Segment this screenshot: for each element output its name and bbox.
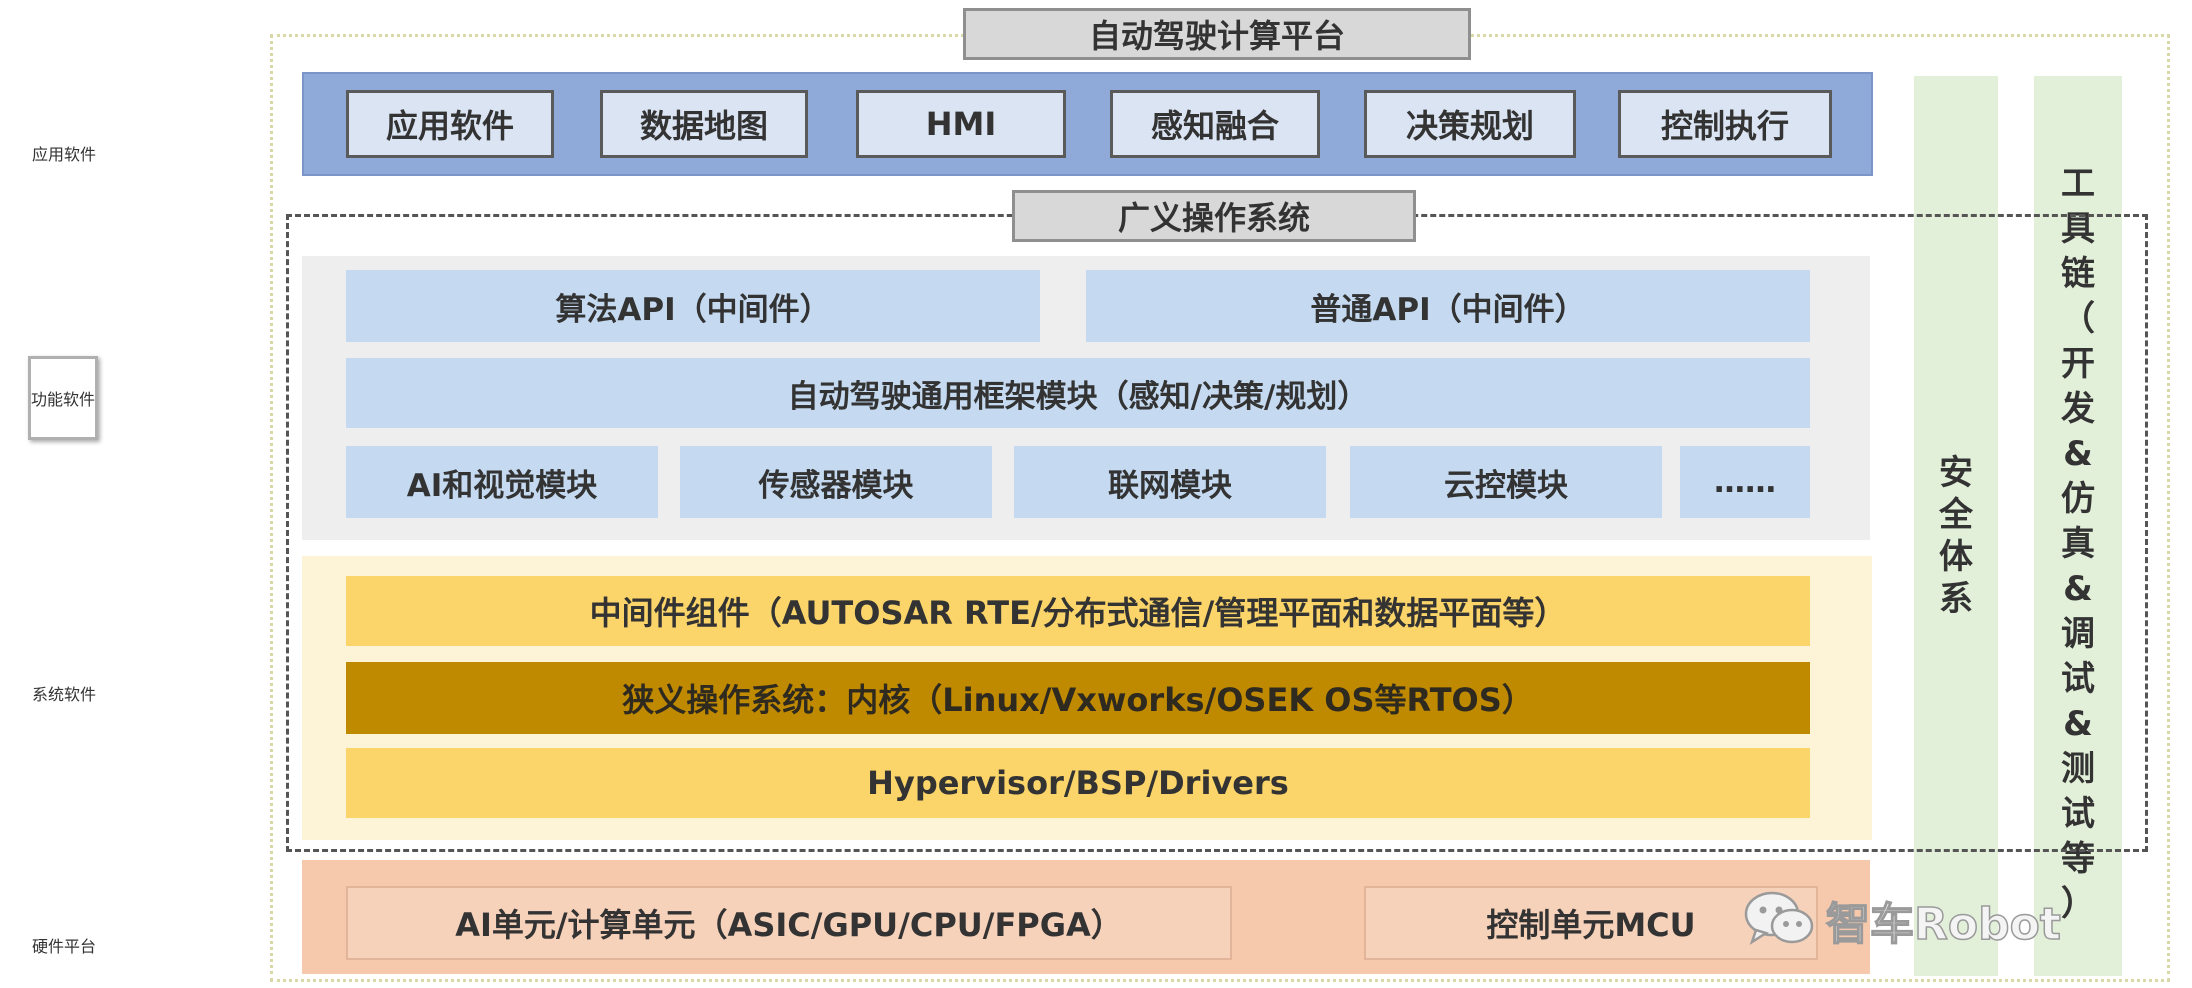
network-module: 联网模块 [1014, 446, 1326, 518]
generalized-os-title: 广义操作系统 [1012, 190, 1416, 242]
toolchain-char: 调 [2061, 614, 2095, 654]
generalized-os-frame [286, 214, 2148, 852]
middleware-components-bar: 中间件组件（AUTOSAR RTE/分布式通信/管理平面和数据平面等） [346, 576, 1810, 646]
layer-label-application: 应用软件 [32, 145, 97, 164]
toolchain-char: 仿 [2061, 479, 2095, 519]
layer-label-functional: 功能软件 [28, 356, 99, 440]
application-layer [302, 72, 1873, 176]
ai-vision-module: AI和视觉模块 [346, 446, 658, 518]
watermark-text: 智车Robot [1825, 898, 2061, 951]
sensor-module: 传感器模块 [680, 446, 992, 518]
app-item-decision-planning: 决策规划 [1364, 90, 1576, 158]
toolchain-char: 开 [2061, 344, 2095, 384]
security-system-column [1914, 76, 1998, 976]
control-unit-mcu-box: 控制单元MCU [1364, 886, 1818, 960]
app-item-application-software: 应用软件 [346, 90, 554, 158]
toolchain-char: 链 [2061, 254, 2095, 294]
toolchain-label: 工具链（开发&仿真&调试&测试等） [2034, 162, 2122, 927]
platform-title: 自动驾驶计算平台 [963, 8, 1471, 60]
toolchain-char: 试 [2061, 794, 2095, 834]
app-item-data-map: 数据地图 [600, 90, 808, 158]
app-item-perception-fusion: 感知融合 [1110, 90, 1320, 158]
algorithm-api-box: 算法API（中间件） [346, 270, 1040, 342]
security-system-char: 体 [1939, 537, 1973, 577]
toolchain-char: & [2063, 704, 2093, 744]
app-item-control-execution: 控制执行 [1618, 90, 1832, 158]
ai-compute-unit-box: AI单元/计算单元（ASIC/GPU/CPU/FPGA） [346, 886, 1232, 960]
toolchain-column [2034, 76, 2122, 976]
toolchain-char: & [2063, 569, 2093, 609]
cloud-control-module: 云控模块 [1350, 446, 1662, 518]
toolchain-char: 试 [2061, 659, 2095, 699]
toolchain-char: 真 [2061, 524, 2095, 564]
toolchain-char: 等 [2061, 839, 2095, 879]
toolchain-char: 发 [2061, 389, 2095, 429]
layer-label-system: 系统软件 [32, 685, 97, 704]
more-modules: …… [1680, 446, 1810, 518]
wechat-icon [1744, 891, 1814, 945]
kernel-bar: 狭义操作系统：内核（Linux/Vxworks/OSEK OS等RTOS） [346, 662, 1810, 734]
hypervisor-bar: Hypervisor/BSP/Drivers [346, 748, 1810, 818]
toolchain-char: 工 [2061, 164, 2095, 204]
toolchain-char: （ [2061, 299, 2095, 339]
toolchain-char: ） [2061, 884, 2095, 924]
layer-label-hardware: 硬件平台 [32, 937, 97, 956]
security-system-char: 全 [1939, 495, 1973, 535]
toolchain-char: & [2063, 434, 2093, 474]
security-system-char: 安 [1939, 453, 1973, 493]
general-api-box: 普通API（中间件） [1086, 270, 1810, 342]
toolchain-char: 测 [2061, 749, 2095, 789]
app-item-hmi: HMI [856, 90, 1066, 158]
security-system-char: 系 [1939, 579, 1973, 619]
security-system-label: 安全体系 [1914, 452, 1998, 620]
framework-module-box: 自动驾驶通用框架模块（感知/决策/规划） [346, 358, 1810, 428]
